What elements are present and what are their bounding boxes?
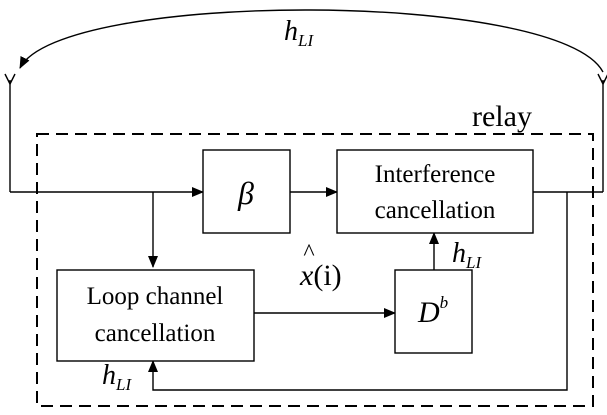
- relay-label: relay: [472, 100, 532, 133]
- hli-bottom-label: hLI: [102, 360, 132, 394]
- hli-right-label: hLI: [452, 238, 482, 272]
- feedback-line: [148, 192, 568, 391]
- svg-text:^: ^: [303, 240, 314, 266]
- loop-channel-cancellation-box: [56, 269, 255, 362]
- interference-cancellation-box: [336, 149, 534, 234]
- loop-interference-arc: [19, 9, 604, 73]
- left-antenna-icon: [4, 73, 16, 192]
- loop-box-line2: cancellation: [95, 320, 216, 347]
- right-antenna-icon: [597, 73, 607, 192]
- delay-box: [394, 269, 473, 354]
- beta-label: β: [237, 175, 254, 211]
- interference-box-line2: cancellation: [375, 197, 496, 224]
- interference-box-line1: Interference: [375, 161, 496, 188]
- delay-label: Db: [417, 293, 448, 329]
- estimate-label: ^ x(i): [299, 240, 342, 292]
- beta-box: [202, 149, 291, 234]
- feedback-channel-label: hLI: [284, 16, 314, 50]
- svg-text:x(i): x(i): [299, 259, 342, 292]
- loop-box-line1: Loop channel: [87, 283, 224, 310]
- relay-boundary: [36, 133, 594, 407]
